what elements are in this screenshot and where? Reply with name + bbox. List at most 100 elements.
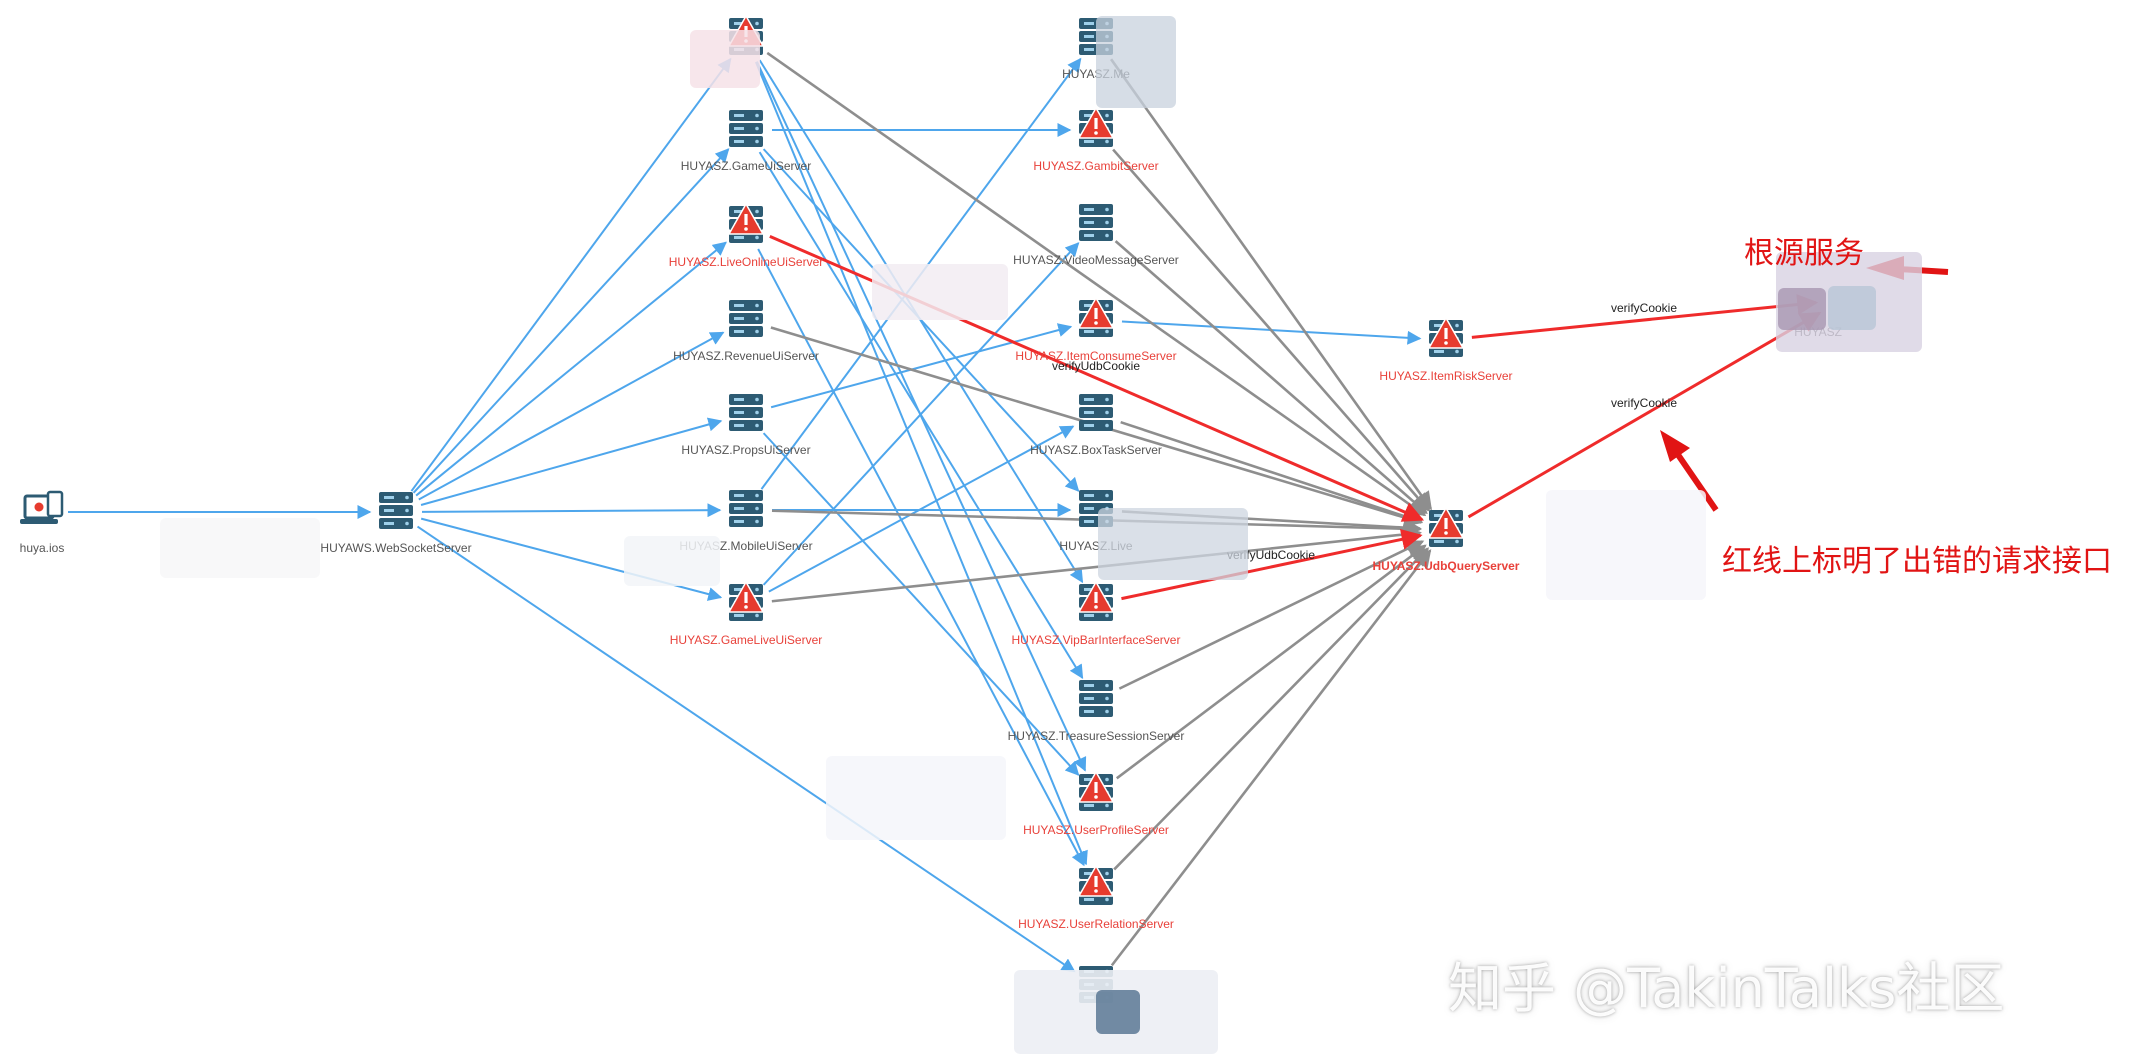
server-led xyxy=(755,209,759,214)
server-rack-unit xyxy=(1079,706,1113,717)
server-led xyxy=(1105,139,1109,144)
server-led xyxy=(755,519,759,524)
server-led xyxy=(1434,324,1444,327)
server-led xyxy=(1084,588,1094,591)
server-led xyxy=(405,508,409,513)
edge-secondary-b4-to-c1 xyxy=(1120,420,1424,526)
node-b8[interactable]: HUYASZ.UserProfileServer xyxy=(1023,770,1169,837)
server-led xyxy=(1105,683,1109,688)
edge-normal-ws-to-a0 xyxy=(410,57,732,492)
server-led xyxy=(1084,114,1094,117)
server-led xyxy=(755,303,759,308)
red-line-note-arrow xyxy=(1669,444,1719,512)
server-led xyxy=(755,126,759,131)
warning-mark xyxy=(1094,592,1098,603)
edge-normal-a4-to-b8 xyxy=(762,432,1080,776)
server-led xyxy=(1455,539,1459,544)
server-led xyxy=(1084,697,1094,700)
redaction-blur xyxy=(1828,286,1876,330)
server-rack-unit xyxy=(729,407,763,418)
server-rack-unit xyxy=(1079,394,1113,405)
server-led xyxy=(734,588,744,591)
edge-secondary-a0-to-c1 xyxy=(766,51,1427,517)
server-rack-unit xyxy=(379,492,413,503)
edge-normal-ws-to-b10 xyxy=(416,525,1076,973)
server-led xyxy=(734,304,744,307)
server-rack-unit xyxy=(729,326,763,337)
server-led xyxy=(734,424,744,427)
server-led xyxy=(1434,514,1444,517)
node-a6[interactable]: HUYASZ.GameLiveUiServer xyxy=(670,580,822,647)
server-led xyxy=(1084,804,1094,807)
node-b2[interactable]: HUYASZ.VideoMessageServer xyxy=(1013,204,1179,267)
edge-labels-layer: verifyUdbCookie verifyUdbCookie verifyCook… xyxy=(1052,301,1677,562)
node-a4[interactable]: HUYASZ.PropsUiServer xyxy=(681,394,811,457)
server-led xyxy=(1105,897,1109,902)
node-c0[interactable]: HUYASZ.ItemRiskServer xyxy=(1379,316,1513,383)
node-b1[interactable]: HUYASZ.GambitServer xyxy=(1033,106,1159,173)
node-b4[interactable]: HUYASZ.BoxTaskServer xyxy=(1030,394,1162,457)
server-led xyxy=(384,496,394,499)
node-label: HUYASZ.UserRelationServer xyxy=(1018,917,1174,931)
edge-label: verifyUdbCookie xyxy=(1052,359,1140,373)
server-rack-unit xyxy=(729,490,763,501)
server-led xyxy=(384,522,394,525)
edge-label: verifyUdbCookie xyxy=(1227,548,1315,562)
node-client[interactable]: huya.ios xyxy=(20,490,65,555)
node-a2[interactable]: HUYASZ.LiveOnlineUiServer xyxy=(669,202,824,269)
warning-dot xyxy=(1094,795,1098,799)
server-led xyxy=(755,113,759,118)
redaction-blur xyxy=(872,264,1008,320)
node-a1[interactable]: HUYASZ.GameUiServer xyxy=(681,110,811,173)
red-line-note-arrowhead xyxy=(1660,430,1690,462)
server-led xyxy=(734,127,744,130)
node-b6[interactable]: HUYASZ.VipBarInterfaceServer xyxy=(1012,580,1181,647)
server-led xyxy=(1105,613,1109,618)
node-b7[interactable]: HUYASZ.TreasureSessionServer xyxy=(1008,680,1185,743)
warning-dot xyxy=(744,605,748,609)
server-led xyxy=(1105,233,1109,238)
edge-secondary-a6-to-c1 xyxy=(771,525,1422,603)
warning-dot xyxy=(744,227,748,231)
server-led xyxy=(755,329,759,334)
redaction-blur xyxy=(1096,16,1176,108)
warning-mark xyxy=(1094,308,1098,319)
server-rack-unit xyxy=(729,300,763,311)
server-led xyxy=(405,495,409,500)
node-b9[interactable]: HUYASZ.UserRelationServer xyxy=(1018,864,1174,931)
edge-secondary-b10-to-c1 xyxy=(1110,549,1432,967)
node-a3[interactable]: HUYASZ.RevenueUiServer xyxy=(673,300,819,363)
server-rack-unit xyxy=(729,394,763,405)
server-led xyxy=(1105,397,1109,402)
edge-label: verifyCookie xyxy=(1611,301,1677,315)
server-led xyxy=(1084,411,1094,414)
server-led xyxy=(1084,234,1094,237)
server-led xyxy=(1105,220,1109,225)
node-ws[interactable]: HUYAWS.WebSocketServer xyxy=(320,492,472,555)
server-led xyxy=(1084,494,1094,497)
server-led xyxy=(734,317,744,320)
node-c1[interactable]: HUYASZ.UdbQueryServer xyxy=(1373,506,1520,573)
server-led xyxy=(1084,140,1094,143)
server-led xyxy=(1455,349,1459,354)
server-led xyxy=(1084,520,1094,523)
node-label: HUYASZ.GameUiServer xyxy=(681,159,811,173)
server-led xyxy=(1455,513,1459,518)
edge-secondary-b9-to-c1 xyxy=(1113,547,1430,871)
server-rack-unit xyxy=(379,505,413,516)
server-led xyxy=(734,22,744,25)
edge-error-c1-to-root xyxy=(1467,311,1822,519)
status-dot xyxy=(34,502,44,512)
node-label: HUYAWS.WebSocketServer xyxy=(320,541,471,555)
server-led xyxy=(1105,803,1109,808)
server-led xyxy=(1434,540,1444,543)
node-b3[interactable]: HUYASZ.ItemConsumeServer xyxy=(1015,296,1177,363)
server-led xyxy=(1084,48,1094,51)
server-led xyxy=(1105,410,1109,415)
edge-error-b6-to-c1 xyxy=(1121,529,1423,601)
edge-error-a2-to-c1 xyxy=(769,234,1425,522)
edge-secondary-b2-to-c1 xyxy=(1114,240,1428,515)
edge-normal-a6-to-b4 xyxy=(768,425,1075,593)
edge-normal-ws-to-a5 xyxy=(421,503,722,518)
